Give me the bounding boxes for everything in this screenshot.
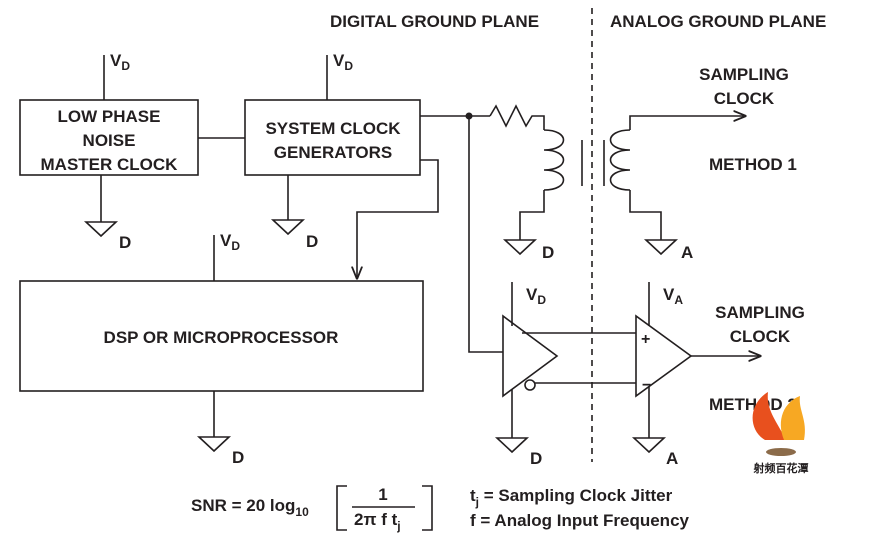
generator-to-dsp-wire — [357, 159, 439, 278]
master-clock-ground-label: D — [119, 233, 131, 252]
driver-ground-label: D — [530, 449, 542, 468]
differential-driver — [502, 314, 559, 398]
driver-inverting-bubble — [524, 379, 536, 391]
master-clock-label-line1: LOW PHASE — [58, 107, 161, 126]
primary-ground-wire — [519, 190, 545, 240]
digital-ground-plane-label: DIGITAL GROUND PLANE — [330, 12, 539, 31]
dsp-supply-label: VD — [220, 231, 240, 253]
formula-lhs: SNR = 20 log10 — [191, 496, 309, 519]
logo-flame-right — [780, 396, 805, 440]
logo-text: 射频百花潭 — [753, 461, 809, 475]
dsp-block: DSP OR MICROPROCESSOR — [19, 280, 424, 392]
master-clock-supply-label: VD — [110, 51, 130, 73]
legend-jitter: tj = Sampling Clock Jitter — [470, 486, 673, 509]
receiver-plus-sign: + — [641, 331, 650, 348]
driver-input-wire — [468, 116, 503, 353]
secondary-ground-symbol — [643, 239, 679, 256]
receiver-ground-label: A — [666, 449, 678, 468]
transformer-primary-coil — [543, 129, 565, 191]
differential-receiver — [635, 314, 693, 398]
clock-generators-ground-label: D — [306, 232, 318, 251]
receiver-minus-sign: − — [642, 377, 651, 394]
method1-output-label-line2: CLOCK — [714, 89, 775, 108]
method1-label: METHOD 1 — [709, 155, 797, 174]
master-clock-ground-symbol — [83, 221, 119, 238]
master-clock-block: LOW PHASE NOISE MASTER CLOCK — [19, 99, 199, 176]
formula-numerator: 1 — [378, 485, 387, 504]
logo-base — [766, 448, 796, 456]
formula-left-bracket — [336, 485, 347, 531]
primary-ground-label: D — [542, 243, 554, 262]
clock-generators-block: SYSTEM CLOCK GENERATORS — [244, 99, 421, 176]
transformer-secondary-coil — [609, 129, 631, 191]
clock-generators-label-line2: GENERATORS — [274, 143, 392, 162]
clock-generators-label-line1: SYSTEM CLOCK — [265, 119, 401, 138]
primary-ground-symbol — [502, 239, 538, 256]
master-clock-label-line3: MASTER CLOCK — [41, 155, 179, 174]
dsp-label: DSP OR MICROPROCESSOR — [104, 328, 339, 347]
secondary-ground-wire — [629, 190, 662, 240]
series-resistor — [489, 104, 545, 130]
method2-label: METHOD 2 — [709, 395, 797, 414]
method2-output-label-line1: SAMPLING — [715, 303, 805, 322]
method1-output-label-line1: SAMPLING — [699, 65, 789, 84]
analog-ground-plane-label: ANALOG GROUND PLANE — [610, 12, 826, 31]
method1-output-wire — [629, 116, 745, 130]
master-clock-label-line2: NOISE — [83, 131, 136, 150]
receiver-ground-symbol — [631, 437, 667, 454]
legend-frequency: f = Analog Input Frequency — [470, 511, 690, 530]
snr-formula: SNR = 20 log10 1 2π f tj — [191, 485, 433, 533]
driver-supply-label: VD — [526, 285, 546, 307]
logo-flame-left — [752, 392, 786, 440]
watermark-logo: 射频百花潭 — [753, 392, 809, 475]
clock-generators-ground-symbol — [270, 219, 306, 236]
secondary-ground-label: A — [681, 243, 693, 262]
formula-denominator: 2π f tj — [354, 510, 401, 533]
method2-output-label-line2: CLOCK — [730, 327, 791, 346]
dsp-ground-symbol — [196, 436, 232, 453]
receiver-supply-label: VA — [663, 285, 683, 307]
driver-ground-symbol — [494, 437, 530, 454]
dsp-ground-label: D — [232, 448, 244, 467]
formula-right-bracket — [422, 485, 433, 531]
clock-generators-supply-label: VD — [333, 51, 353, 73]
